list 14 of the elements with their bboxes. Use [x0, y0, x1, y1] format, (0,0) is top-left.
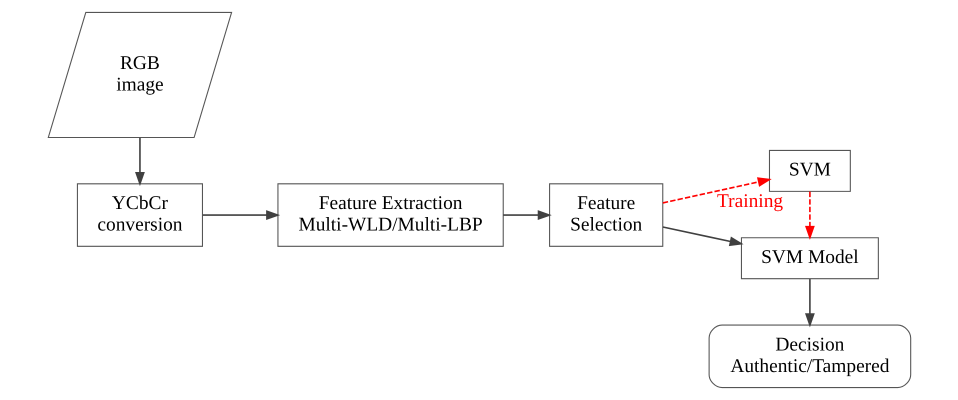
- arrow: [502, 210, 552, 220]
- arrow: [804, 192, 814, 240]
- arrow: [804, 279, 814, 328]
- arrow: [662, 226, 744, 246]
- node-box: SVM: [768, 150, 850, 192]
- edge-label: Training: [716, 190, 783, 212]
- arrow: [202, 210, 280, 220]
- node-box: YCbCr conversion: [76, 183, 202, 247]
- node-box: Feature Extraction Multi-WLD/Multi-LBP: [276, 183, 504, 247]
- node-box: Decision Authentic/Tampered: [708, 324, 911, 388]
- arrow: [662, 177, 772, 204]
- node-box: Feature Selection: [548, 183, 663, 247]
- node-box: SVM Model: [740, 237, 878, 280]
- arrow: [134, 138, 144, 186]
